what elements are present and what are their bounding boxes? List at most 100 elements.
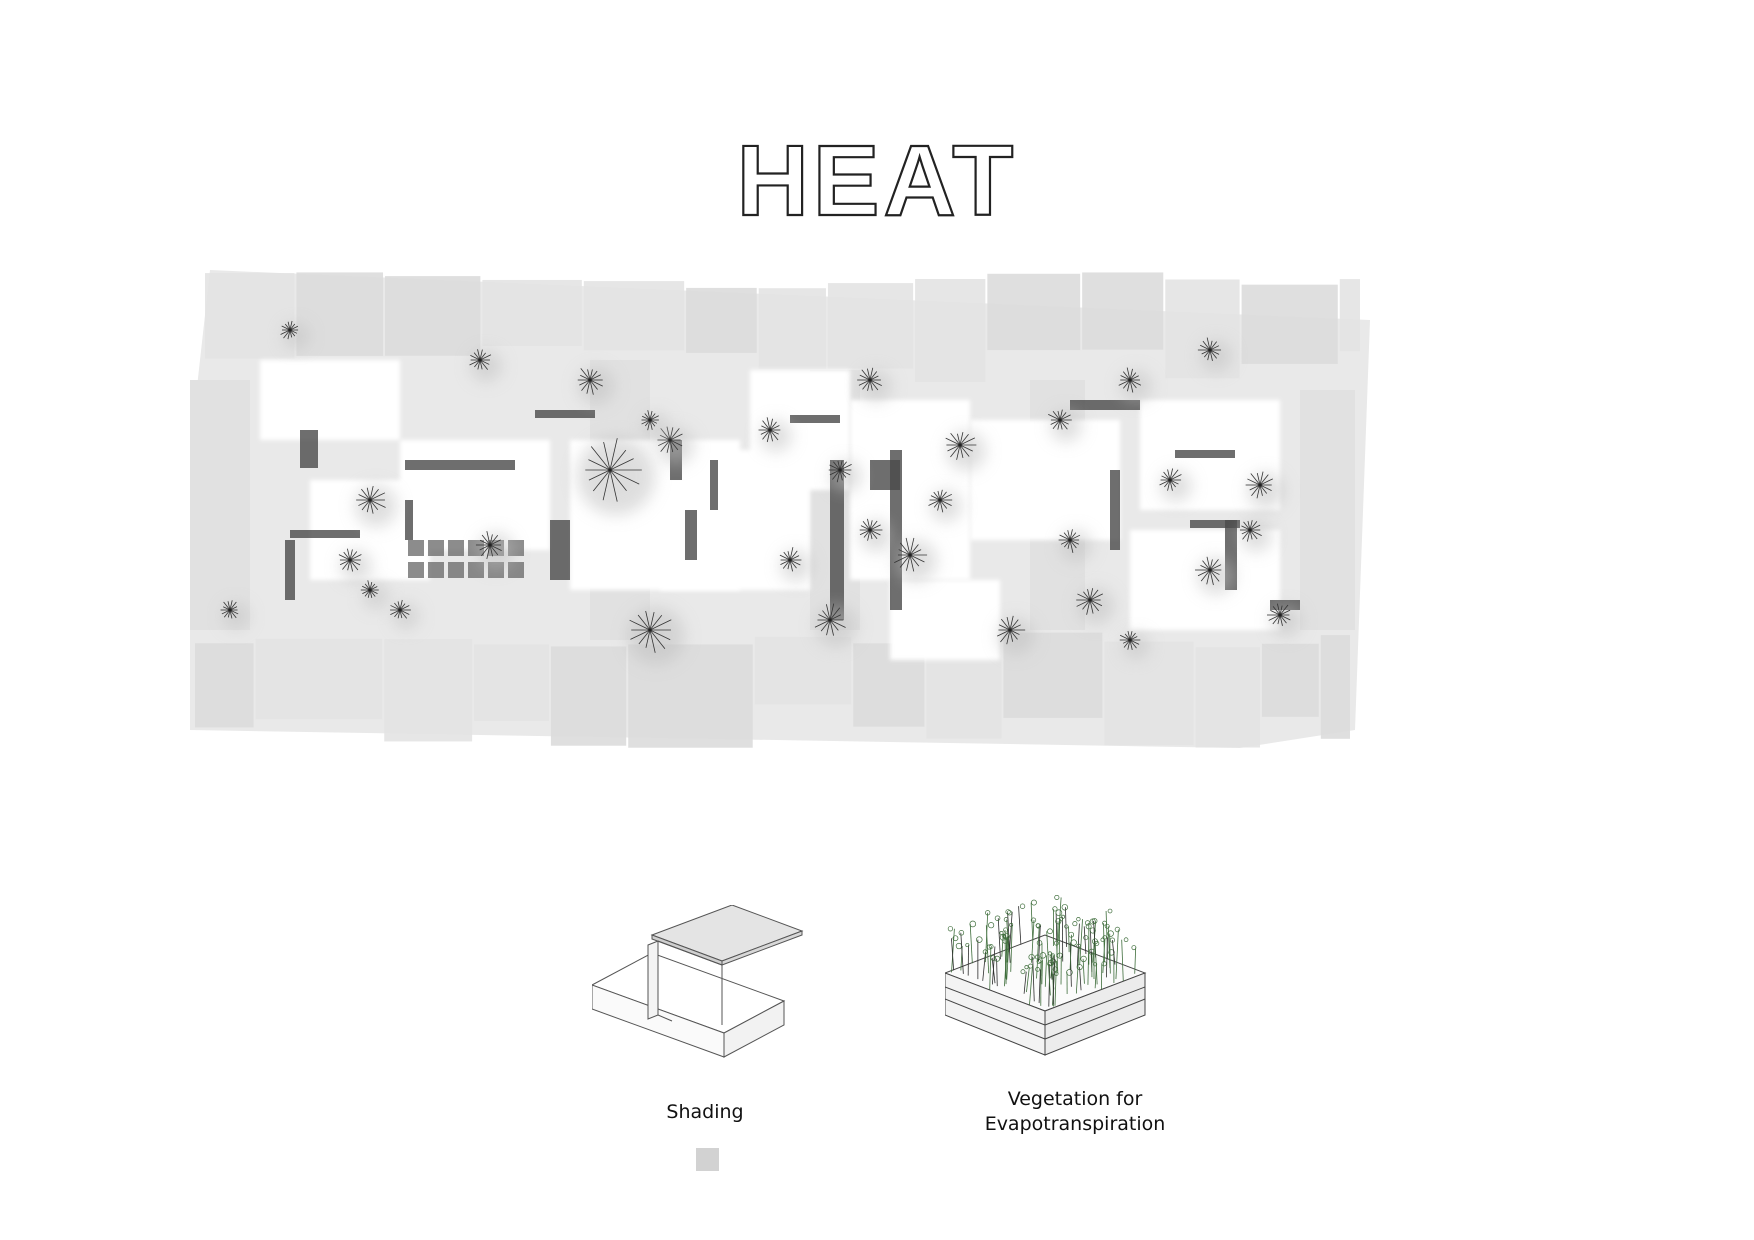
plant <box>1055 918 1062 958</box>
tree <box>945 431 986 471</box>
planter-box <box>468 562 484 578</box>
plant <box>1052 906 1058 946</box>
vegetation-plants <box>947 895 1137 1007</box>
trees <box>220 320 1302 665</box>
plant <box>1035 923 1041 962</box>
planting-strip <box>1270 600 1300 610</box>
tree <box>1118 367 1152 402</box>
vegetation-icon <box>945 895 1147 1056</box>
planting-strip <box>1110 470 1120 550</box>
tree <box>469 349 502 382</box>
tree <box>857 367 892 402</box>
plant <box>1061 904 1068 947</box>
plant <box>1104 923 1111 969</box>
planting-strip <box>1190 520 1240 528</box>
building <box>827 283 914 369</box>
planting-strip <box>290 530 360 538</box>
tree <box>1159 468 1192 502</box>
tree <box>390 599 419 629</box>
tree <box>1239 520 1272 552</box>
planting-strip <box>405 500 413 540</box>
plant <box>1076 916 1083 966</box>
tree <box>1048 409 1082 442</box>
building <box>1195 647 1260 748</box>
tree <box>828 460 862 492</box>
plant <box>999 930 1004 957</box>
planter-box <box>408 540 424 556</box>
plant <box>1034 954 1040 979</box>
plant <box>969 920 977 964</box>
plant <box>1039 952 1048 987</box>
building <box>195 643 254 728</box>
plant <box>1100 937 1106 974</box>
legend-vegetation-label-line1: Vegetation for <box>1007 1088 1143 1110</box>
site-plan-map <box>190 270 1370 748</box>
planting-strip <box>1175 450 1235 458</box>
plant <box>1080 955 1087 984</box>
tree <box>779 547 812 582</box>
plant <box>988 944 996 985</box>
title-text: HEAT <box>737 125 1018 230</box>
plant <box>1066 969 1073 995</box>
building <box>1339 279 1360 352</box>
shading-swatch <box>696 1148 719 1171</box>
plant <box>1092 938 1098 985</box>
tree <box>577 367 615 405</box>
plant <box>994 955 1001 987</box>
building <box>385 276 481 356</box>
plant <box>1006 910 1013 963</box>
plant <box>958 930 965 974</box>
planter-box <box>508 562 524 578</box>
planting-strip <box>550 520 570 580</box>
building <box>482 279 582 347</box>
planting-strip <box>710 460 718 510</box>
planter-box <box>448 540 464 556</box>
planter-box <box>428 562 444 578</box>
plant <box>1030 899 1037 940</box>
planting-strip <box>300 430 318 468</box>
legend-vegetation-label-line2: Evapotranspiration <box>984 1113 1166 1135</box>
building <box>1241 284 1338 364</box>
tree <box>1195 556 1235 595</box>
tree <box>814 603 857 647</box>
building <box>474 644 549 721</box>
building <box>754 636 852 705</box>
plant <box>994 915 1001 960</box>
plant <box>1109 937 1116 965</box>
plant <box>1035 967 1041 1004</box>
shading-icon <box>592 905 804 1058</box>
plant <box>1055 909 1063 944</box>
tree <box>475 531 515 570</box>
plant <box>1101 961 1107 990</box>
building <box>296 272 384 356</box>
tree <box>894 537 937 582</box>
plant <box>1018 903 1026 945</box>
building <box>686 287 757 353</box>
legend-vegetation-label: Vegetation for Evapotranspiration <box>960 1087 1190 1137</box>
tree <box>1245 471 1285 510</box>
building <box>583 281 685 351</box>
planter-box <box>448 562 464 578</box>
building <box>384 639 473 742</box>
plant <box>1020 969 1027 994</box>
tree <box>859 518 892 552</box>
tree <box>627 607 685 665</box>
planting-strip <box>790 415 840 423</box>
tree <box>220 600 249 629</box>
plant <box>1072 921 1080 967</box>
plant <box>985 910 991 963</box>
plant <box>1060 914 1065 962</box>
tree <box>1197 337 1232 372</box>
planting-strip <box>685 510 697 560</box>
building <box>205 273 295 359</box>
plant <box>1075 943 1081 994</box>
plant <box>1028 963 1033 1005</box>
building <box>1300 390 1355 630</box>
plant <box>1064 924 1070 953</box>
plant <box>1024 965 1030 993</box>
tree <box>641 410 669 439</box>
tree <box>577 437 655 515</box>
tree <box>338 548 372 582</box>
plant <box>1009 922 1014 972</box>
legend-shading-label: Shading <box>666 1101 744 1123</box>
